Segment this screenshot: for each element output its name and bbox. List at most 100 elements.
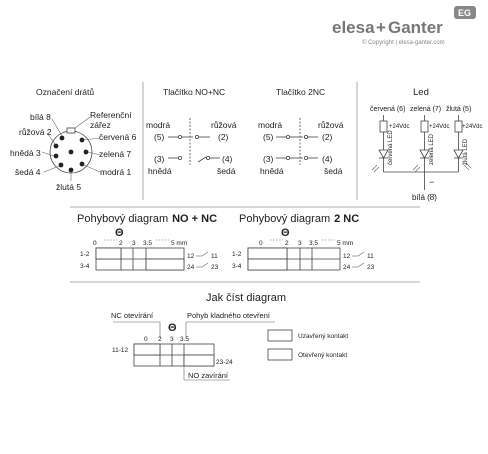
contact-label: hnědá (260, 166, 284, 176)
tick-label: 2 (285, 240, 289, 247)
pin-label: šedá 4 (15, 167, 41, 177)
contact-label: šedá (217, 166, 236, 176)
tick-label: 3 (132, 240, 136, 247)
row-label: 3-4 (232, 263, 242, 270)
how-to-read-title: Jak číst diagram (206, 292, 286, 304)
contact-label: (3) (154, 154, 165, 164)
tick-label: 3 (170, 336, 174, 343)
notch-label-line1: Referenční (90, 110, 132, 120)
stroke-label: Pohyb kladného otevření (187, 311, 271, 320)
how-to-read-section: Jak číst diagram NC otevírání Pohyb klad… (111, 292, 348, 381)
contact-label: šedá (324, 166, 343, 176)
pin-label: zelená 7 (99, 149, 131, 159)
contact-label: (2) (322, 132, 333, 142)
contact-label: růžová (318, 120, 344, 130)
positive-opening-symbol: Θ (281, 227, 290, 239)
pin-6 (79, 137, 85, 143)
led-label: zelená LED (429, 133, 435, 165)
nc-opening-label: NC otevírání (111, 311, 154, 320)
contact-label: (5) (263, 132, 274, 142)
pin-label: červená 6 (99, 132, 137, 142)
positive-opening-symbol: Θ (168, 322, 177, 334)
contact-label: růžová (211, 120, 237, 130)
contact-label: modrá (258, 120, 282, 130)
closed-segment (183, 354, 215, 367)
pin-4 (58, 162, 64, 168)
contact-number: 23 (367, 264, 375, 271)
brand-logo: elesa + Ganter EG © Copyright | elesa-ga… (332, 6, 476, 46)
pin-label: růžová 2 (19, 127, 52, 137)
legend-label: Uzavřený kontakt (298, 333, 348, 340)
brand-name-part2: Ganter (388, 18, 443, 37)
tick-label: 0 (259, 240, 263, 247)
pin-1 (79, 161, 85, 167)
led-color-label: žlutá (5) (446, 106, 471, 113)
reference-notch (66, 127, 76, 134)
notch-label-line2: zářez (90, 120, 111, 130)
led-label: červená LED (388, 130, 394, 165)
contact-label: modrá (146, 120, 170, 130)
contact-number: 12 (187, 253, 195, 260)
connector-panel: Označení drátů Referenční zářez bílá 8 r… (10, 87, 137, 192)
contact-number: 11 (367, 253, 374, 260)
tick-label: 3.5 (180, 336, 189, 343)
led-voltage: +24Vdc (389, 124, 410, 130)
pin-3 (53, 153, 59, 159)
led-label: žlutá LED (463, 138, 469, 165)
contact-label: hnědá (148, 166, 172, 176)
pin-2 (53, 143, 59, 149)
no-closing-label: NO zavírání (188, 371, 229, 380)
closed-segment (145, 258, 185, 271)
pin-7 (83, 149, 89, 155)
pin-5 (68, 167, 74, 173)
tick-label: 0 (93, 240, 97, 247)
led-branch-yellow (453, 115, 464, 172)
pin-label: modrá 1 (100, 167, 131, 177)
contact-label: (2) (218, 132, 229, 142)
brand-badge: EG (458, 8, 471, 18)
button-no-nc-title: Tlačítko NO+NC (163, 87, 225, 97)
contact-label: (3) (263, 154, 274, 164)
led-title: Led (413, 87, 429, 98)
legend-swatch-closed (267, 329, 293, 342)
closed-segment (95, 247, 122, 260)
brand-copyright: © Copyright | elesa-ganter.com (362, 39, 445, 46)
positive-opening-symbol: Θ (115, 227, 124, 239)
led-minus: − (429, 177, 434, 187)
led-common-label: bílá (8) (412, 193, 437, 202)
led-color-label: zelená (7) (410, 106, 441, 113)
brand-name-part1: elesa (332, 18, 375, 37)
closed-segment (133, 343, 161, 356)
pin-8 (59, 135, 65, 141)
button-no-nc-panel: Tlačítko NO+NC modrá (5) růžová (2) (3) … (146, 87, 237, 176)
row-label: 3-4 (80, 263, 90, 270)
contact-number: 24 (187, 264, 195, 271)
pin-label: žlutá 5 (56, 182, 81, 192)
pin-label: bílá 8 (30, 112, 51, 122)
led-branch-green (419, 115, 430, 172)
closed-segment (247, 258, 288, 271)
button-2nc-panel: Tlačítko 2NC modrá (5) růžová (2) (3) hn… (258, 87, 344, 176)
tick-label: 2 (119, 240, 123, 247)
led-voltage: +24Vdc (429, 124, 450, 130)
pin-label: hnědá 3 (10, 148, 41, 158)
legend-swatch-open (267, 348, 293, 361)
brand-plus: + (376, 18, 386, 37)
connector-pins (53, 135, 89, 173)
closed-segment (247, 247, 288, 260)
contact-number: 11 (211, 253, 218, 260)
contact-number: 12 (343, 253, 351, 260)
legend-label: Otevřený kontakt (298, 352, 347, 359)
row-label: 23-24 (216, 359, 233, 366)
button-2nc-title: Tlačítko 2NC (276, 87, 325, 97)
tick-label: 2 (158, 336, 162, 343)
brand-badge-bg (454, 6, 476, 19)
contact-label: (5) (154, 132, 165, 142)
led-panel: Led červená (6) zelená (7) žlutá (5) (370, 87, 483, 202)
row-label: 1-2 (232, 251, 242, 258)
